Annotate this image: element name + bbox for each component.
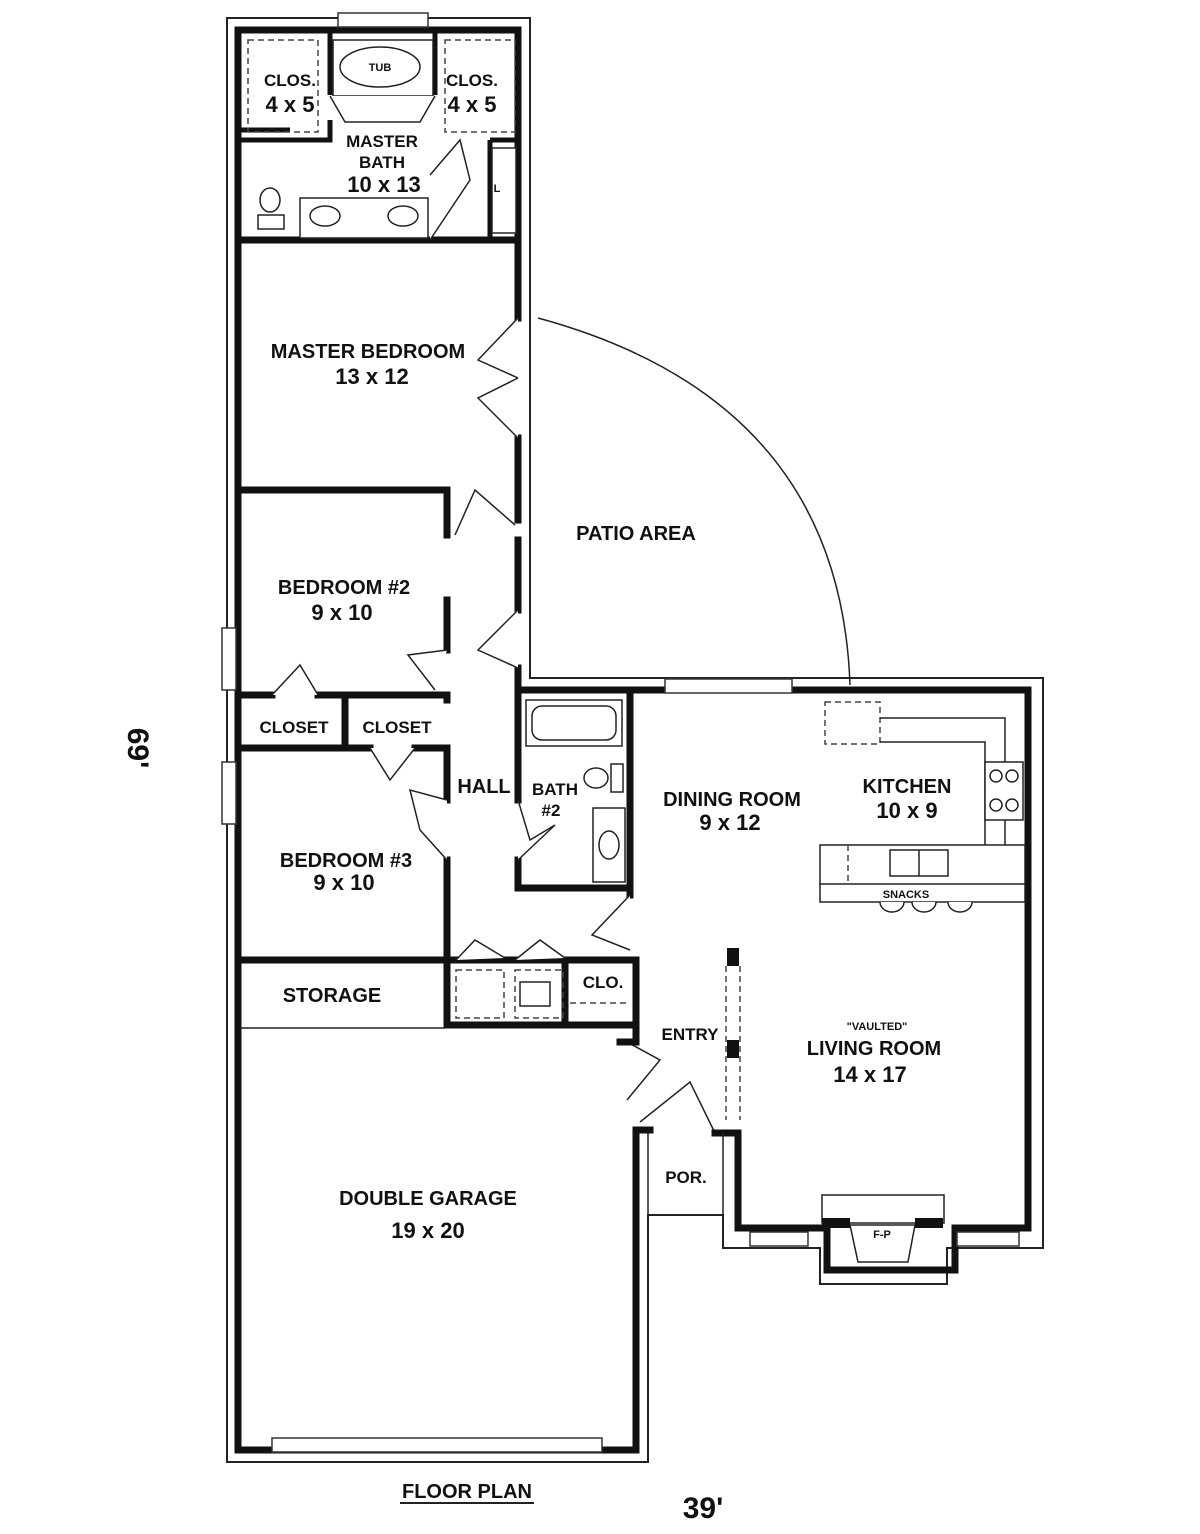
tub-label: TUB [369,62,392,74]
patio-outline [537,317,851,686]
room-labels: CLOS. 4 x 5 TUB CLOS. 4 x 5 MASTER BATH … [260,62,952,1243]
doors [271,138,716,1134]
outer-outline [226,17,1044,1463]
bedroom2-label: BEDROOM #2 [278,577,410,599]
entry-walls [616,1038,742,1216]
entry-label: ENTRY [662,1025,720,1044]
hall-closets [455,969,628,1019]
living-room-dim: 14 x 17 [833,1062,906,1087]
dimension-labels: 69' 39' FLOOR PLAN [121,728,723,1525]
snacks-label: SNACKS [883,889,929,901]
closet-right-dim: 4 x 5 [448,92,497,117]
floor-plan-caption: FLOOR PLAN [402,1481,532,1503]
patio-label: PATIO AREA [576,523,696,545]
master-bath-label: MASTER [346,132,418,151]
garage-label: DOUBLE GARAGE [339,1188,517,1210]
bedroom3-label: BEDROOM #3 [280,850,412,872]
master-bedroom-dim: 13 x 12 [335,364,408,389]
living-room-label: LIVING ROOM [807,1038,941,1060]
linen-label: L [494,183,501,195]
master-bath-label-2: BATH [359,153,405,172]
width-dimension: 39' [683,1492,724,1525]
kitchen-dim: 10 x 9 [876,798,937,823]
dining-room-dim: 9 x 12 [699,810,760,835]
porch-label: POR. [665,1168,707,1187]
master-bath-fixtures [247,39,517,239]
garage-dim: 19 x 20 [391,1218,464,1243]
bath2-number: #2 [542,801,561,820]
closet-left-dim: 4 x 5 [266,92,315,117]
bath2-label: BATH [532,780,578,799]
closet-right-label: CLOS. [446,71,498,90]
closet-left-label: CLOS. [264,71,316,90]
bath2-fixtures [525,699,626,883]
bedroom2-dim: 9 x 10 [311,600,372,625]
dining-room-label: DINING ROOM [663,789,801,811]
clo-label: CLO. [583,973,624,992]
fireplace-label: F-P [873,1229,891,1241]
depth-dimension: 69' [121,728,154,769]
fireplace [821,1194,945,1263]
closet-label-1: CLOSET [260,718,330,737]
interior-walls [234,30,640,1029]
windows [221,12,1020,1453]
master-bath-dim: 10 x 13 [347,172,420,197]
kitchen-counters [819,701,1026,913]
bedroom3-dim: 9 x 10 [313,870,374,895]
kitchen-label: KITCHEN [863,776,952,798]
storage-label: STORAGE [283,985,382,1007]
master-bedroom-label: MASTER BEDROOM [271,341,465,363]
vaulted-label: "VAULTED" [847,1021,908,1033]
hall-label: HALL [457,776,510,798]
closet-label-2: CLOSET [363,718,433,737]
entry-column [725,948,741,1120]
